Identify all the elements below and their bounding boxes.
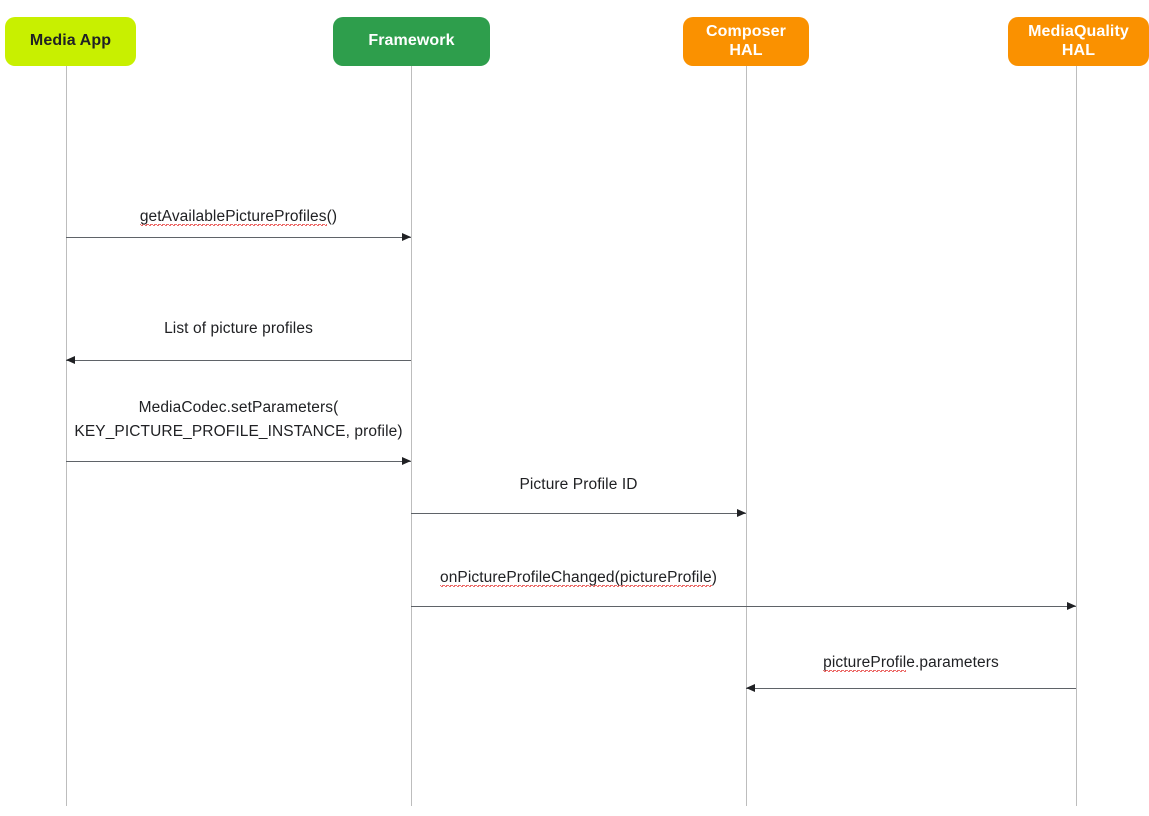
message-line-mediacodec-set-parameters: [66, 461, 411, 462]
message-label-list-of-picture-profiles: List of picture profiles: [164, 320, 313, 337]
participant-framework[interactable]: Framework: [333, 17, 490, 66]
lifeline-media-app: [66, 66, 67, 806]
message-label-on-picture-profile-changed: onPictureProfileChanged(pictureProfile): [439, 569, 717, 588]
message-line-get-available-picture-profiles: [66, 237, 411, 238]
arrow-head-left-icon: [746, 684, 755, 692]
arrow-head-left-icon: [66, 356, 75, 364]
spellcheck-underline: pictureProfil: [823, 654, 907, 673]
participant-mediaquality-hal[interactable]: MediaQuality HAL: [1008, 17, 1149, 66]
participant-media-app[interactable]: Media App: [5, 17, 136, 66]
lifeline-mediaquality-hal: [1076, 66, 1077, 806]
message-label-mediacodec-set-parameters: MediaCodec.setParameters( KEY_PICTURE_PR…: [74, 399, 403, 440]
message-line-picture-profile-id: [411, 513, 746, 514]
message-label-picture-profile-id: Picture Profile ID: [519, 476, 638, 493]
arrow-head-right-icon: [1067, 602, 1076, 610]
arrow-head-right-icon: [737, 509, 746, 517]
arrow-head-right-icon: [402, 233, 411, 241]
message-label-picture-profile-parameters: pictureProfile.parameters: [823, 654, 999, 673]
message-label-get-available-picture-profiles: getAvailablePictureProfiles(): [139, 208, 338, 227]
arrow-head-right-icon: [402, 457, 411, 465]
message-line-list-of-picture-profiles: [66, 360, 411, 361]
message-line-on-picture-profile-changed: [411, 606, 1076, 607]
spellcheck-underline: onPictureProfileChanged(pictureProfile: [439, 569, 712, 588]
lifeline-composer-hal: [746, 66, 747, 806]
spellcheck-underline: getAvailablePictureProfiles: [139, 208, 327, 227]
participant-composer-hal[interactable]: Composer HAL: [683, 17, 809, 66]
message-line-picture-profile-parameters: [746, 688, 1076, 689]
lifeline-framework: [411, 66, 412, 806]
